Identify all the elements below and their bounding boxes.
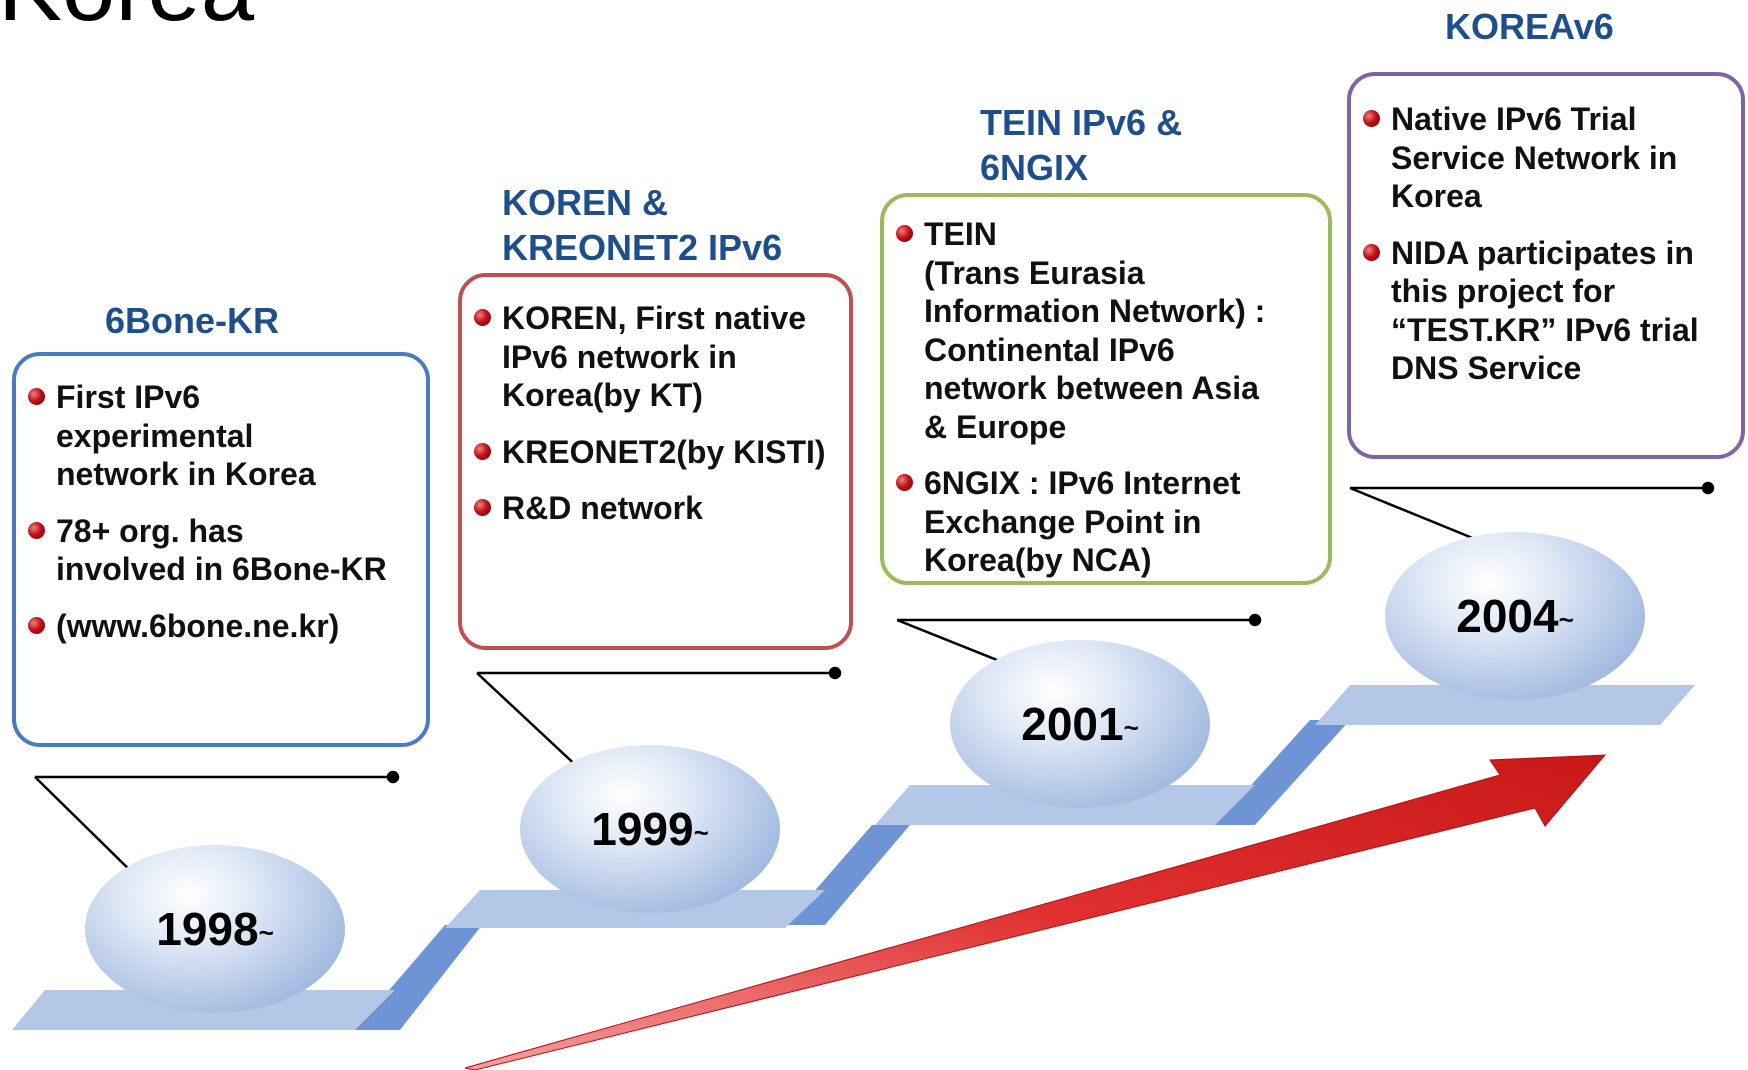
bullet-item: KOREN, First native IPv6 network in Kore… [474, 299, 837, 415]
step-riser-1 [355, 925, 482, 1030]
red-bullet-icon [474, 442, 491, 460]
step-riser-2 [785, 825, 910, 925]
stage-title-koren: KOREN & KREONET2 IPv6 [502, 182, 783, 268]
red-bullet-icon [28, 388, 45, 405]
bullet-item: KREONET2(by KISTI) [474, 433, 837, 472]
red-bullet-icon [474, 499, 491, 516]
bullet-item: Native IPv6 Trial Service Network in Kor… [1363, 100, 1729, 216]
stage-box-tein: TEIN (Trans Eurasia Information Network)… [880, 193, 1332, 585]
growth-arrow [464, 754, 1607, 1070]
year-badge-1999: 1999~ [520, 745, 780, 913]
red-bullet-icon [1363, 243, 1380, 261]
red-bullet-icon [896, 474, 913, 491]
stage-box-koreav6: Native IPv6 Trial Service Network in Kor… [1347, 72, 1745, 459]
year-badge-2004: 2004~ [1385, 532, 1645, 700]
stage-box-koren: KOREN, First native IPv6 network in Kore… [458, 273, 853, 650]
bullet-item: TEIN (Trans Eurasia Information Network)… [896, 215, 1316, 446]
step-riser-3 [1215, 720, 1350, 825]
bullet-item: 6NGIX : IPv6 Internet Exchange Point in … [896, 464, 1316, 580]
bullet-item: First IPv6 experimental network in Korea [28, 378, 414, 494]
step-tread-4 [1315, 685, 1695, 725]
red-bullet-icon [1363, 110, 1380, 127]
red-bullet-icon [28, 521, 45, 539]
bullet-item: 78+ org. has involved in 6Bone-KR [28, 512, 414, 589]
year-badge-1998: 1998~ [85, 845, 345, 1013]
stage-box-6bone: First IPv6 experimental network in Korea… [12, 352, 430, 747]
stage-title-tein: TEIN IPv6 & 6NGIX [980, 102, 1183, 188]
red-bullet-icon [896, 225, 913, 242]
bullet-item: (www.6bone.ne.kr) [28, 607, 414, 646]
page-title: Korea [0, 0, 254, 36]
stage-title-koreav6: KOREAv6 [1445, 6, 1614, 47]
stage-title-6bone: 6Bone-KR [105, 300, 280, 341]
year-badge-2001: 2001~ [950, 640, 1210, 808]
red-bullet-icon [28, 616, 45, 634]
red-bullet-icon [474, 309, 491, 326]
bullet-item: R&D network [474, 489, 837, 528]
bullet-item: NIDA participates in this project for “T… [1363, 234, 1729, 388]
